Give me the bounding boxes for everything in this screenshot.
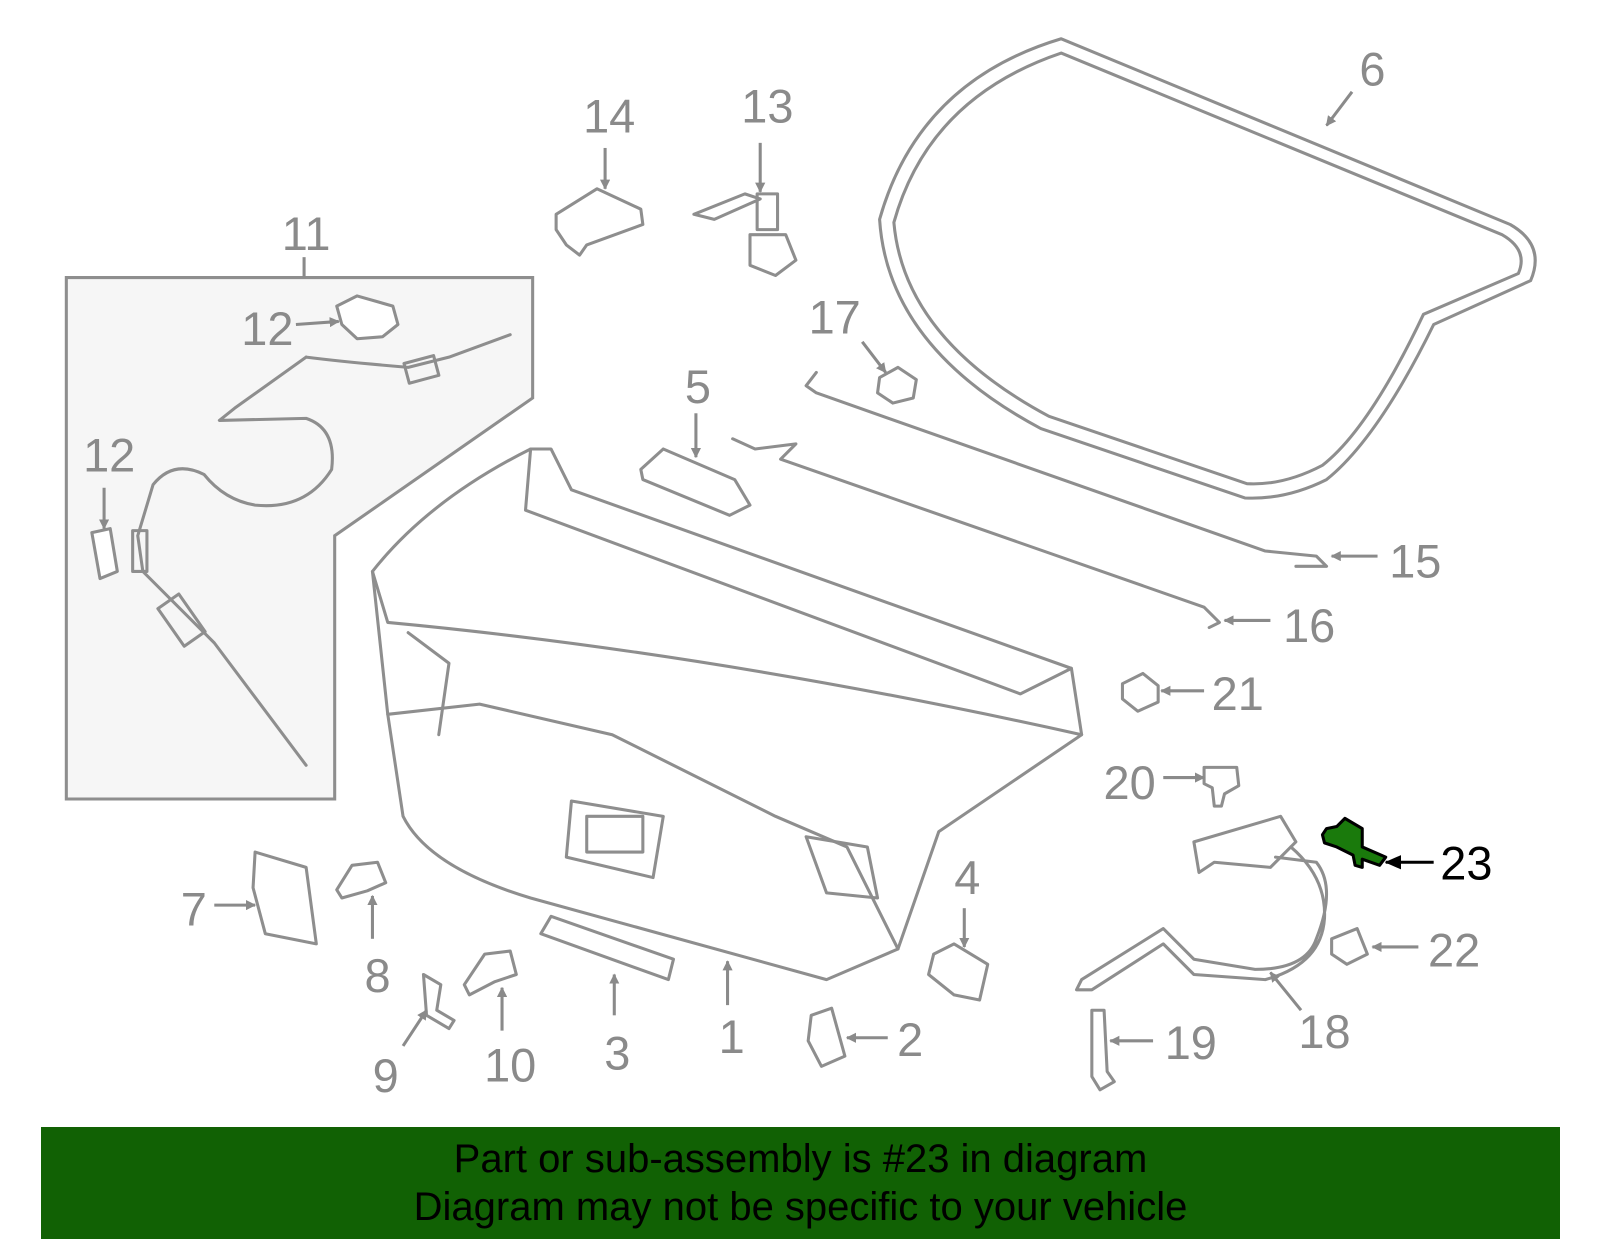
clip-9-part (421, 972, 456, 1031)
trunk-lid-part (370, 447, 1084, 982)
callout-2: 2 (897, 1014, 923, 1066)
hinge-18-part (1075, 814, 1329, 992)
bolt-19-part (1090, 1008, 1116, 1092)
callout-20: 20 (1103, 757, 1155, 809)
weatherstrip-part (878, 37, 1537, 500)
opener-cable-part (131, 333, 512, 767)
callout-6: 6 (1359, 44, 1385, 96)
callout-22: 22 (1428, 924, 1480, 976)
callout-12-upper: 12 (241, 303, 293, 355)
bolt-20-part (1202, 765, 1241, 808)
callout-16: 16 (1283, 600, 1335, 652)
lock-cylinder-13-part (692, 192, 798, 278)
callout-8: 8 (364, 950, 390, 1002)
support-rod-16-part (731, 437, 1221, 630)
banner-line-2: Diagram may not be specific to your vehi… (413, 1185, 1188, 1229)
subassembly-box-11 (64, 276, 535, 801)
callout-23-highlighted: 23 (1440, 838, 1492, 890)
notice-banner: Part or sub-assembly is #23 in diagram D… (41, 1127, 1560, 1239)
callout-15: 15 (1389, 536, 1441, 588)
highlighted-part-23 (1320, 816, 1388, 869)
callout-4: 4 (954, 852, 980, 904)
support-rod-15-part (804, 370, 1329, 568)
callout-18: 18 (1298, 1006, 1350, 1058)
bolt-10-part (462, 949, 518, 997)
callout-14: 14 (583, 91, 635, 143)
bolt-8-part (335, 860, 388, 900)
grommet-2-part (806, 1006, 847, 1068)
callout-7: 7 (181, 884, 207, 936)
bracket-14-part (554, 187, 645, 257)
callout-1: 1 (719, 1011, 745, 1063)
callout-11: 11 (282, 208, 331, 260)
clip-12-upper-part (335, 294, 400, 341)
bumper-17-part (876, 365, 918, 405)
callout-21: 21 (1212, 668, 1264, 720)
button-7-part (251, 850, 318, 946)
callout-arrows (98, 90, 1434, 1047)
banner-line-1: Part or sub-assembly is #23 in diagram (453, 1137, 1148, 1181)
callout-5: 5 (685, 361, 711, 413)
callout-3: 3 (604, 1027, 630, 1079)
cover-4-part (927, 942, 990, 1002)
callout-10: 10 (484, 1040, 536, 1092)
garnish-3-part (539, 914, 675, 982)
cushion-21-part (1120, 671, 1160, 713)
callout-9: 9 (373, 1050, 399, 1102)
light-5-part (639, 447, 752, 517)
callout-12-lower: 12 (83, 429, 135, 481)
clip-12-lower-part (90, 527, 119, 581)
callout-13: 13 (741, 80, 793, 132)
callout-17: 17 (809, 292, 861, 344)
clip-22-part (1330, 927, 1369, 966)
callout-19: 19 (1165, 1017, 1217, 1069)
